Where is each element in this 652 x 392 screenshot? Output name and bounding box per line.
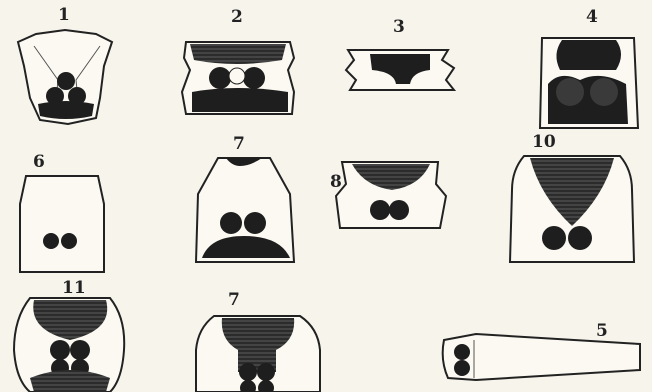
figure-9: 8 bbox=[330, 162, 446, 228]
figure-6: 6 bbox=[20, 152, 104, 272]
figure-10: 10 bbox=[510, 132, 634, 262]
figure-11: 11 bbox=[14, 278, 124, 392]
figure-4-label: 4 bbox=[586, 7, 598, 27]
figure-8-label: 7 bbox=[233, 134, 245, 154]
figure-7-label: 7 bbox=[228, 290, 240, 310]
figure-3: 3 bbox=[346, 17, 454, 90]
figure-2: 2 bbox=[182, 7, 294, 114]
figure-10-label: 10 bbox=[532, 132, 556, 152]
figure-11-label: 11 bbox=[62, 278, 86, 298]
figure-5: 5 bbox=[443, 321, 640, 380]
figure-8: 7 bbox=[196, 134, 294, 262]
figure-6-label: 6 bbox=[33, 152, 45, 172]
figure-9-label: 8 bbox=[330, 172, 342, 192]
figure-2-label: 2 bbox=[231, 7, 243, 27]
figure-1-label: 1 bbox=[58, 5, 70, 25]
figure-7: 7 bbox=[196, 290, 320, 392]
figure-1: 1 bbox=[18, 5, 112, 124]
figure-4: 4 bbox=[540, 7, 638, 128]
figure-3-label: 3 bbox=[393, 17, 405, 37]
figure-5-label: 5 bbox=[596, 321, 608, 341]
